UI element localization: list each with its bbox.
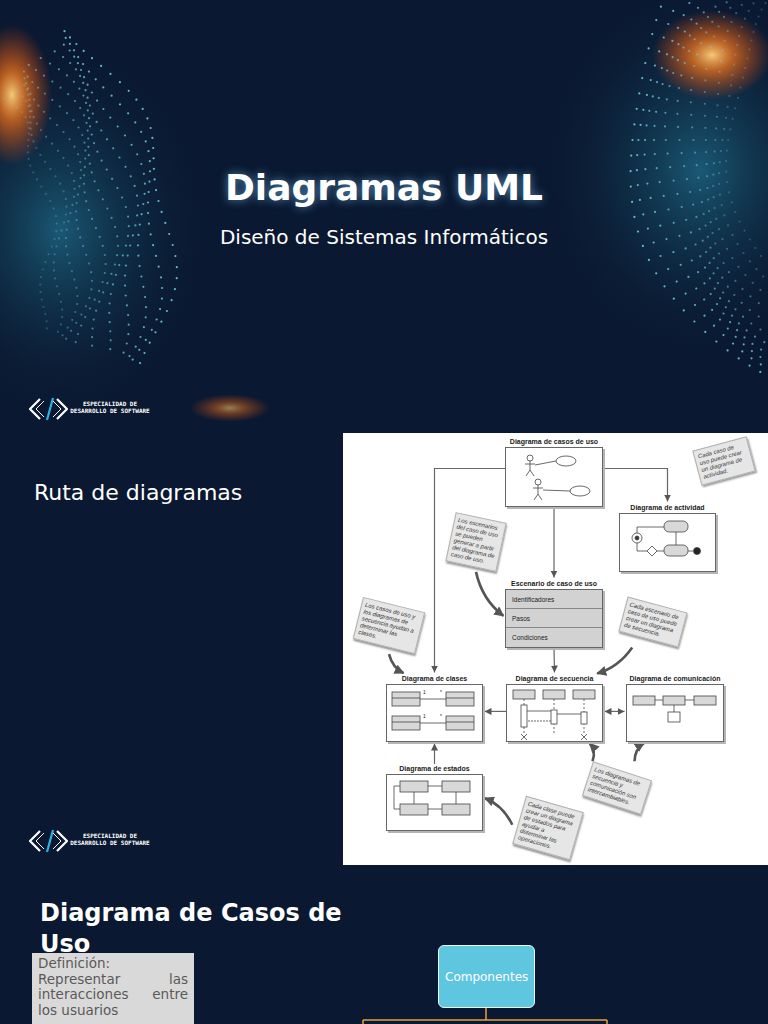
diagram-frame [505, 447, 603, 507]
diagram-heading: Escenario de caso de uso [505, 579, 603, 589]
diagram-box: Escenario de caso de usoIdentificadoresP… [505, 579, 603, 648]
slide-title: Diagramas UML [100, 166, 668, 210]
logo-text: ESPECIALIDAD DE DESARROLLO DE SOFTWARE [66, 832, 154, 846]
note-text: Cada escenario de caso de uso puede crea… [623, 601, 682, 642]
diagram-heading: Diagrama de secuencia [506, 674, 603, 684]
note-callout: Cada clase puede crear un diagrama de es… [512, 796, 583, 861]
note-arrow [635, 743, 644, 761]
diagram-frame: IdentificadoresPasosCondiciones [505, 589, 603, 648]
note-callout: Los diagramas de secuencia y comunicació… [582, 761, 652, 814]
note-text: Cada caso de uso puede crear un diagrama… [697, 441, 751, 480]
note-text: Cada clase puede crear un diagrama de es… [517, 801, 579, 856]
title-underline [268, 215, 500, 217]
diagram-heading: Diagrama de actividad [619, 503, 716, 513]
multiplicity: * [440, 713, 446, 719]
logo-icon [30, 398, 67, 420]
diagram-box: Diagrama de comunicación [626, 674, 724, 742]
note-arrow [590, 744, 594, 762]
connector [434, 744, 435, 765]
connector [553, 648, 555, 673]
diagram-frame [386, 684, 483, 742]
sequence-sketch [513, 690, 595, 740]
diagram-frame [386, 774, 483, 831]
connector [605, 711, 625, 712]
note-arrow [476, 572, 503, 616]
connector [485, 711, 507, 712]
multiplicity: 1 [423, 713, 429, 719]
definition-box: Definición: Representar las interaccione… [32, 953, 194, 1024]
diagram-box: Diagrama de estados [386, 764, 483, 831]
diagram-box: Diagrama de clases [386, 674, 483, 742]
scenario-row: Pasos [506, 609, 602, 628]
note-callout: Cada escenario de caso de uso puede crea… [618, 597, 687, 648]
activity-sketch [632, 521, 701, 556]
multiplicity: * [440, 689, 446, 695]
connector [553, 507, 554, 578]
diagram-heading: Diagrama de casos de uso [505, 437, 603, 447]
logo-text: ESPECIALIDAD DE DESARROLLO DE SOFTWARE [66, 400, 154, 414]
multiplicity: 1 [423, 689, 429, 695]
note-arrow [485, 798, 512, 825]
note-callout: Cada caso de uso puede crear un diagrama… [692, 436, 755, 485]
component-box: Componentes [438, 945, 535, 1008]
row-text: Pasos [512, 609, 602, 628]
row-text: Identificadores [512, 590, 602, 609]
use-case-sketch [525, 455, 590, 500]
diagram-heading: Diagrama de comunicación [626, 674, 724, 684]
component-label: Componentes [445, 970, 528, 984]
note-text: Los escenarios del caso de uso se pueden… [450, 517, 502, 567]
definition-text: Definición: Representar las interaccione… [38, 956, 188, 1018]
row-text: Condiciones [512, 628, 602, 647]
scenario-row: Identificadores [506, 590, 602, 609]
logo-icon [30, 830, 67, 852]
class-sketch [392, 692, 474, 730]
tree-lines [363, 1008, 607, 1024]
diagram-box: Diagrama de casos de uso [505, 437, 603, 507]
note-arrow [389, 654, 404, 673]
diagram-heading: Diagrama de estados [386, 764, 483, 774]
state-sketch [394, 781, 470, 815]
slide-heading: Ruta de diagramas [34, 479, 334, 507]
note-arrow [597, 647, 632, 673]
slide-heading: Diagrama de Casos de Uso [40, 898, 375, 960]
diagram-box: Diagrama de secuencia [506, 674, 603, 742]
note-callout: Los escenarios del caso de uso se pueden… [445, 512, 506, 572]
diagram-box: Diagrama de actividad [619, 503, 716, 572]
connector [603, 469, 668, 502]
communication-sketch [633, 696, 716, 722]
diagram-frame [626, 684, 724, 742]
scenario-row: Condiciones [506, 628, 602, 647]
diagram-heading: Diagrama de clases [386, 674, 483, 684]
diagram-frame [506, 684, 603, 742]
note-text: Los diagramas de secuencia y comunicació… [587, 766, 647, 809]
diagram-frame [619, 513, 716, 572]
note-callout: Los casos de uso y los diagramas de secu… [353, 597, 426, 654]
note-text: Los casos de uso y los diagramas de secu… [358, 602, 421, 650]
dot-wave [3, 1, 767, 373]
subtitle: Diseño de Sistemas Informáticos [100, 224, 668, 250]
glow [0, 0, 768, 422]
